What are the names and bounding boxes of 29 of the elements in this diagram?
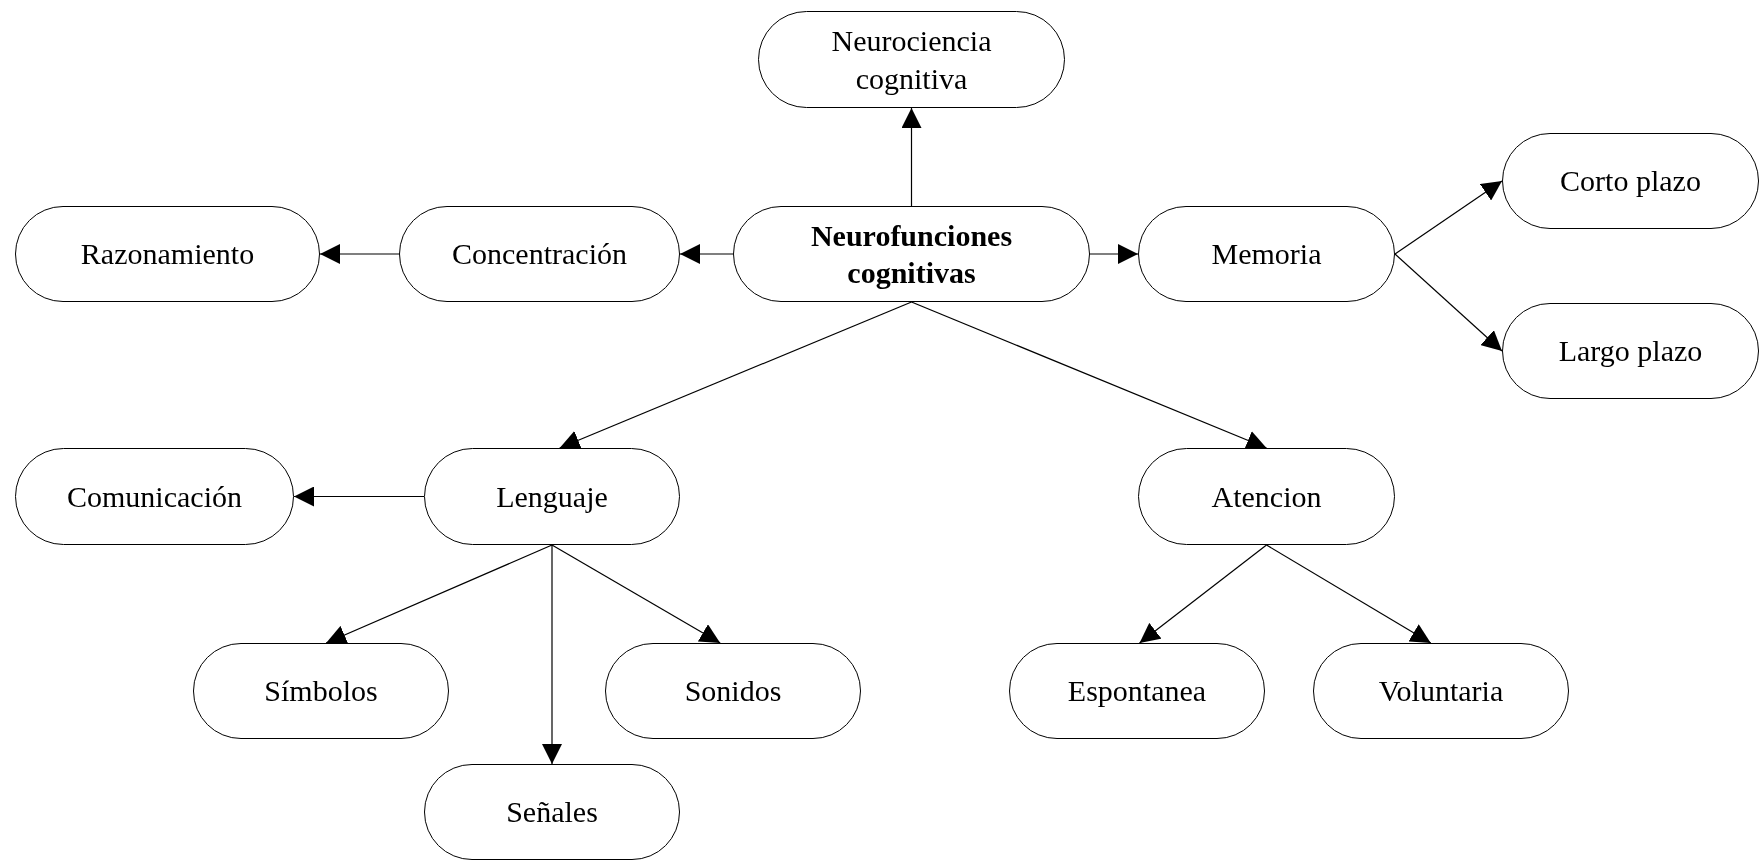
node-label: Espontanea bbox=[1066, 673, 1208, 710]
node-label: Corto plazo bbox=[1559, 163, 1702, 200]
node-label: Sonidos bbox=[683, 673, 783, 710]
node-label: Comunicación bbox=[66, 478, 243, 515]
arrow bbox=[551, 544, 721, 644]
node-label: Largo plazo bbox=[1557, 333, 1704, 370]
node-label: Atencion bbox=[1210, 478, 1323, 515]
node-label: Neurofunciones cognitivas bbox=[809, 217, 1014, 291]
arrow bbox=[559, 301, 913, 450]
node-label: Neurociencia cognitiva bbox=[830, 23, 993, 97]
node-label: Símbolos bbox=[263, 673, 379, 710]
node-label: Lenguaje bbox=[495, 478, 609, 515]
arrow bbox=[910, 301, 1268, 450]
arrow bbox=[679, 244, 734, 264]
arrow bbox=[542, 544, 562, 765]
node-label: Concentración bbox=[451, 236, 628, 273]
arrow bbox=[293, 486, 425, 507]
arrow bbox=[1265, 544, 1432, 644]
arrow bbox=[319, 244, 400, 264]
node-label: Voluntaria bbox=[1377, 673, 1505, 710]
node-label: Memoria bbox=[1210, 236, 1323, 273]
arrow bbox=[901, 107, 922, 207]
arrow bbox=[1138, 544, 1268, 644]
arrow bbox=[1089, 244, 1139, 264]
node-label: Razonamiento bbox=[79, 236, 256, 273]
arrow bbox=[1394, 253, 1503, 352]
arrow bbox=[325, 544, 553, 645]
node-label: Señales bbox=[505, 794, 599, 831]
arrow bbox=[1394, 180, 1503, 255]
